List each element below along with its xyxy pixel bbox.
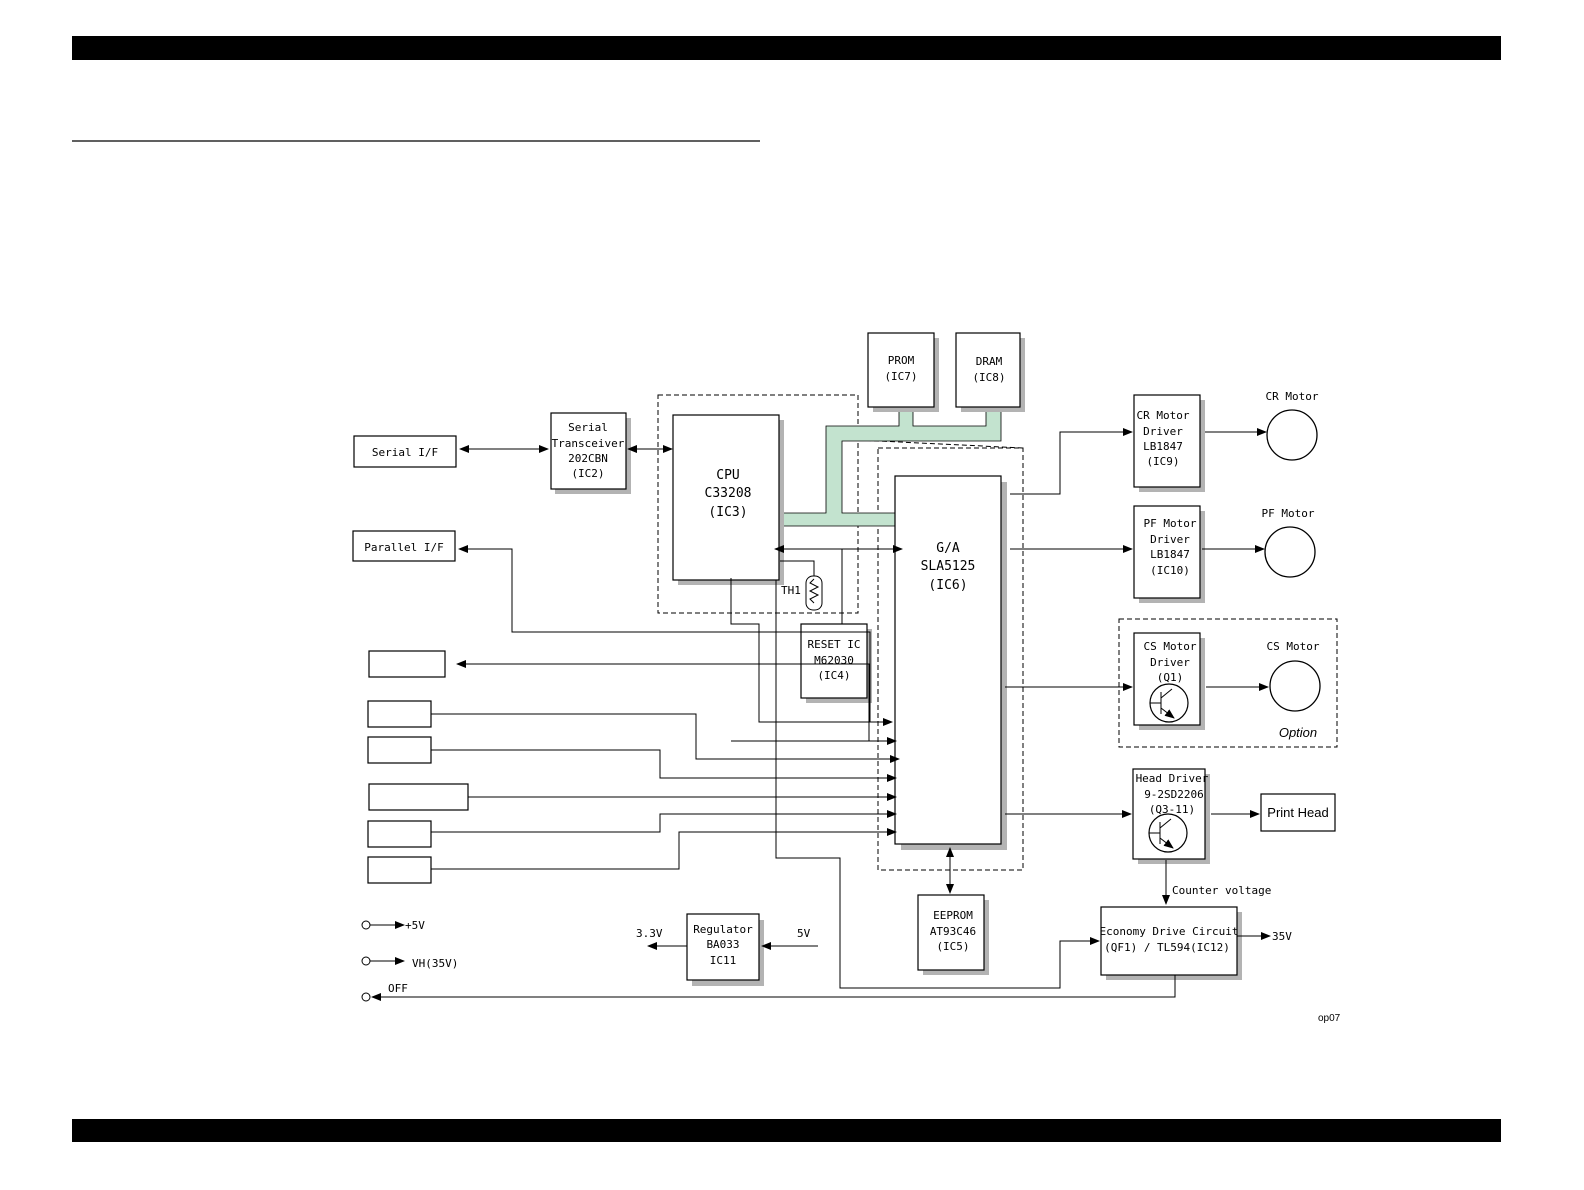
cs-driver-line-3: (Q1) [1157,671,1184,684]
prom-line-2: (IC7) [884,370,917,383]
cr-driver-line-1: CR Motor [1137,409,1190,422]
transceiver-line-3: 202CBN [568,452,608,465]
regulator-block: Regulator BA033 IC11 [686,913,764,986]
economy-line-1: Economy Drive Circuit [1099,925,1238,938]
pf-driver-line-2: Driver [1150,533,1190,546]
pf-driver-block: PF Motor Driver LB1847 (IC10) [1133,505,1205,603]
cs-driver-line-2: Driver [1150,656,1190,669]
ga-line-3: (IC6) [928,578,967,593]
ga-line-1: G/A [936,541,960,556]
pf-driver-line-4: (IC10) [1150,564,1190,577]
th1-label: TH1 [781,584,801,597]
eeprom-line-1: EEPROM [933,909,973,922]
head-driver-line-3: (Q3-11) [1149,803,1195,816]
prom-line-1: PROM [888,354,915,367]
cs-driver-block: CS Motor Driver (Q1) [1133,632,1205,730]
cpu-block: CPU C33208 (IC3) [672,414,784,585]
pf-motor-label: PF Motor [1262,507,1315,520]
figure-id: op07 [1318,1013,1341,1024]
dram-line-2: (IC8) [972,371,1005,384]
serial-if-block: Serial I/F [353,435,457,468]
head-driver-block: Head Driver 9-2SD2206 (Q3-11) [1132,768,1210,864]
eeprom-line-2: AT93C46 [930,925,976,938]
transistor-head-icon [1148,813,1188,853]
reset-ic-block: RESET IC M62030 (IC4) [800,623,872,703]
serial-transceiver-block: Serial Transceiver 202CBN (IC2) [550,412,631,494]
economy-drive-block: Economy Drive Circuit (QF1) / TL594(IC12… [1099,906,1242,980]
cr-driver-block: CR Motor Driver LB1847 (IC9) [1133,394,1205,492]
cs-motor-label: CS Motor [1267,640,1320,653]
transceiver-line-2: Transceiver [552,437,625,450]
dram-block: DRAM (IC8) [955,332,1025,412]
pf-motor: PF Motor [1262,507,1316,578]
footer-bar [72,1119,1501,1142]
head-driver-line-2: 9-2SD2206 [1144,788,1204,801]
wires [361,428,1271,1002]
input-box-5 [367,820,432,848]
print-head-block: Print Head [1260,793,1336,832]
reset-line-1: RESET IC [808,638,861,651]
thermistor-th1: TH1 [781,575,823,611]
pf-driver-line-1: PF Motor [1144,517,1197,530]
cs-option-outline [1118,618,1338,748]
cpu-line-1: CPU [716,468,739,483]
option-label: Option [1279,725,1317,740]
transceiver-line-1: Serial [568,421,608,434]
header-bar [72,36,1501,60]
v35-label: 35V [1272,930,1292,943]
plus5v-label: +5V [405,919,425,932]
ga-block: G/A SLA5125 (IC6) [894,475,1007,850]
transistor-q1-icon [1149,683,1189,723]
economy-line-2: (QF1) / TL594(IC12) [1104,941,1230,954]
v5-label: 5V [797,927,811,940]
regulator-line-2: BA033 [706,938,739,951]
input-box-2 [367,700,432,728]
cr-driver-line-2: Driver [1143,425,1183,438]
regulator-line-3: IC11 [710,954,737,967]
head-driver-line-1: Head Driver [1136,772,1209,785]
cs-motor: CS Motor Option [1267,640,1321,740]
cpu-group-outline [657,394,859,614]
cr-motor: CR Motor [1266,390,1319,461]
cpu-line-3: (IC3) [708,505,747,520]
cr-driver-line-3: LB1847 [1143,440,1183,453]
cpu-line-2: C33208 [705,486,752,501]
eeprom-block: EEPROM AT93C46 (IC5) [917,894,989,975]
cs-driver-line-1: CS Motor [1144,640,1197,653]
input-box-3 [367,736,432,764]
print-head-label: Print Head [1267,805,1328,820]
cr-driver-line-4: (IC9) [1146,455,1179,468]
pf-driver-line-3: LB1847 [1150,548,1190,561]
eeprom-line-3: (IC5) [936,940,969,953]
serial-if-label: Serial I/F [372,446,438,459]
reset-line-2: M62030 [814,654,854,667]
input-box-4 [368,783,469,811]
parallel-if-label: Parallel I/F [364,541,443,554]
prom-block: PROM (IC7) [867,332,939,412]
v33-label: 3.3V [636,927,663,940]
ga-line-2: SLA5125 [921,559,976,574]
regulator-line-1: Regulator [693,923,753,936]
ga-group-outline [877,447,1024,871]
vh35-label: VH(35V) [412,957,458,970]
input-box-1 [368,650,446,678]
dram-line-1: DRAM [976,355,1003,368]
reset-line-3: (IC4) [817,669,850,682]
cr-motor-label: CR Motor [1266,390,1319,403]
off-label: OFF [388,982,408,995]
parallel-if-block: Parallel I/F [352,530,456,562]
transceiver-line-4: (IC2) [571,467,604,480]
counter-voltage-label: Counter voltage [1172,884,1271,897]
input-box-6 [367,856,432,884]
